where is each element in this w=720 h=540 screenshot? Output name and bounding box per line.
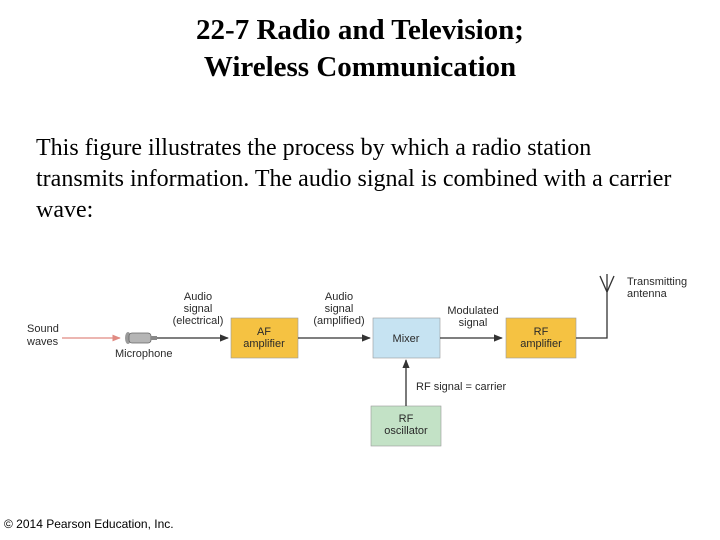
af-amplifier-box — [230, 317, 299, 359]
title-line-2: Wireless Communication — [203, 51, 517, 83]
rf-amplifier-box — [505, 317, 577, 359]
mixer-box — [372, 317, 441, 359]
microphone-label: Microphone — [115, 348, 172, 360]
body-paragraph: This figure illustrates the process by w… — [36, 135, 672, 223]
mixer-label: Mixer — [393, 333, 420, 345]
wire-rf-to-antenna — [576, 292, 608, 339]
copyright-notice: © 2014 Pearson Education, Inc. — [4, 517, 174, 531]
rf-oscillator-box — [370, 405, 442, 447]
title-line-1: 22-7 Radio and Television; — [196, 14, 524, 46]
antenna-icon — [599, 274, 615, 293]
microphone-icon — [125, 332, 157, 344]
rf-signal-carrier-label: RF signal = carrier — [416, 381, 507, 393]
slide-title: 22-7 Radio and Television; Wireless Comm… — [0, 12, 720, 86]
